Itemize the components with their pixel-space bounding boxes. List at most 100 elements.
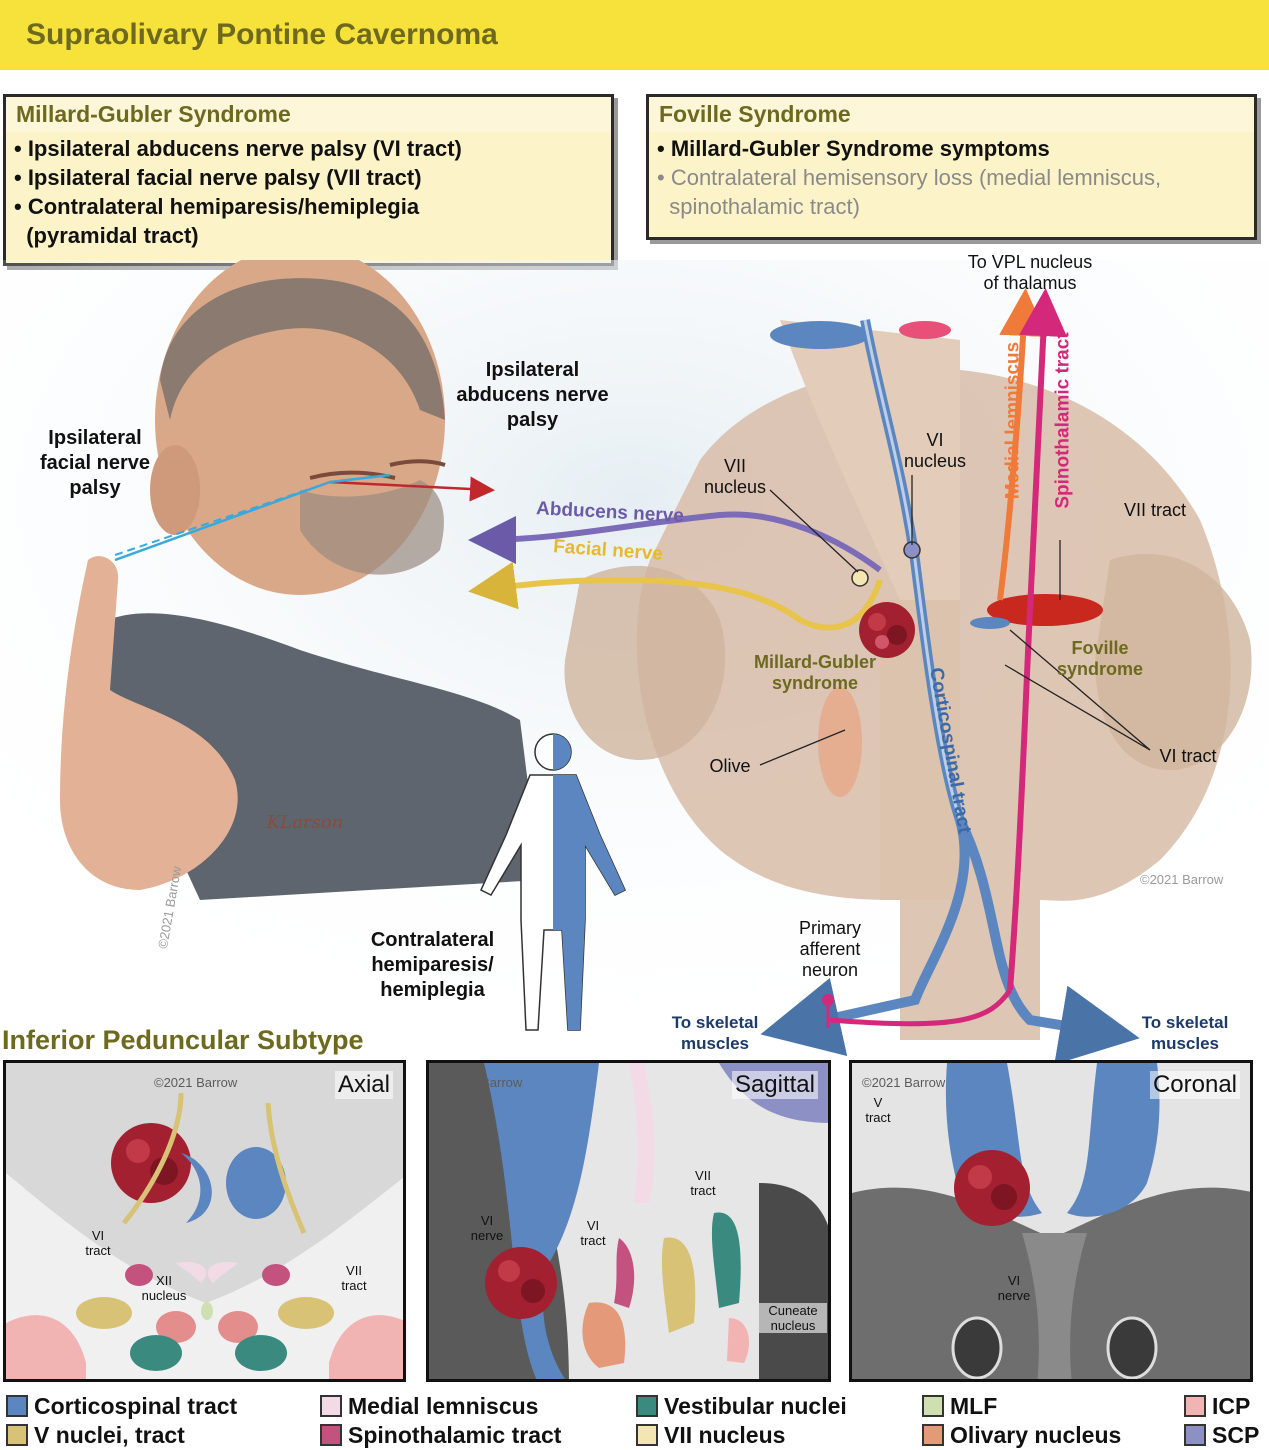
label-line: VI: [926, 430, 944, 450]
to-skeletal-left-label: To skeletal muscles: [655, 1012, 775, 1054]
copyright-watermark: ©2021 Barrow: [154, 1075, 238, 1090]
olive-label: Olive: [709, 756, 751, 776]
list-item: • Millard-Gubler Syndrome symptoms: [657, 136, 1050, 161]
label-line: nerve: [470, 1228, 504, 1243]
vi-tract-label: VI tract: [78, 1228, 118, 1258]
vii-tract-label: VII tract: [1123, 500, 1186, 520]
legend-item: Olivary nucleus: [922, 1421, 1121, 1449]
list-item: • Ipsilateral abducens nerve palsy (VI t…: [14, 136, 462, 161]
sagittal-panel: ©2021 Barrow Sagittal VI nerve VI tract …: [426, 1060, 831, 1382]
page-title: Supraolivary Pontine Cavernoma: [26, 18, 498, 51]
label-line: nucleus: [141, 1288, 187, 1303]
label-line: VI: [1007, 1273, 1021, 1288]
title-bar: Supraolivary Pontine Cavernoma: [0, 0, 1269, 70]
abducens-palsy-label: Ipsilateral abducens nerve palsy: [440, 358, 625, 433]
list-item: • Contralateral hemisensory loss (medial…: [657, 165, 1162, 190]
label-line: tract: [865, 1110, 891, 1125]
legend-swatch: [1184, 1424, 1206, 1446]
millard-gubler-box: Millard-Gubler Syndrome • Ipsilateral ab…: [3, 94, 614, 266]
millard-gubler-syndrome-label: Millard-Gubler syndrome: [735, 652, 895, 694]
legend-label: Spinothalamic tract: [348, 1421, 562, 1448]
vi-nerve-label: VI nerve: [992, 1273, 1036, 1303]
vii-nucleus-label: VII nucleus: [700, 456, 770, 498]
legend-label: Vestibular nuclei: [664, 1392, 847, 1419]
legend-item: SCP: [1184, 1421, 1259, 1449]
foville-syndrome-label: Foville syndrome: [1040, 638, 1160, 680]
vi-tract-label: VI tract: [573, 1218, 613, 1248]
coronal-panel: ©2021 Barrow Coronal V tract VI nerve: [849, 1060, 1253, 1382]
legend-label: Olivary nucleus: [950, 1421, 1122, 1448]
label-line: VI: [480, 1213, 494, 1228]
label-line: Millard-Gubler: [753, 652, 876, 672]
legend-swatch: [922, 1395, 944, 1417]
legend-label: MLF: [950, 1392, 998, 1419]
legend-label: Corticospinal tract: [34, 1392, 238, 1419]
sagittal-title: Sagittal: [731, 1071, 818, 1099]
label-line: Ipsilateral: [48, 427, 142, 449]
label-line: VII: [346, 1263, 362, 1278]
list-item: spinothalamic tract): [657, 194, 860, 219]
artist-signature: KLarson: [266, 812, 344, 833]
coronal-svg: [852, 1063, 1250, 1379]
legend-item: Medial lemniscus: [320, 1392, 538, 1420]
label-line: Contralateral: [370, 929, 495, 951]
legend-label: VII nucleus: [664, 1421, 786, 1448]
label-line: To VPL nucleus: [967, 252, 1093, 272]
label-line: Cuneate: [768, 1303, 818, 1318]
gaze-lines: [114, 473, 495, 562]
label-line: Foville: [1071, 638, 1129, 658]
vii-tract-label: VII tract: [334, 1263, 374, 1293]
legend-item: ICP: [1184, 1392, 1250, 1420]
subtype-title: Inferior Peduncular Subtype: [2, 1025, 364, 1055]
legend-swatch: [1184, 1395, 1206, 1417]
legend-label: V nuclei, tract: [34, 1421, 185, 1448]
vi-tract-label: VI tract: [1159, 746, 1217, 766]
legend-item: MLF: [922, 1392, 997, 1420]
label-line: To skeletal: [1141, 1013, 1229, 1032]
label-line: tract: [341, 1278, 367, 1293]
coronal-title: Coronal: [1149, 1071, 1240, 1099]
copyright-watermark: ©2021 Barrow: [1140, 872, 1224, 887]
millard-gubler-heading: Millard-Gubler Syndrome: [6, 97, 611, 132]
legend-item: Spinothalamic tract: [320, 1421, 561, 1449]
legend-item: V nuclei, tract: [6, 1421, 185, 1449]
medial-lemniscus-label: Medial lemniscus: [1002, 341, 1024, 500]
legend-swatch: [636, 1395, 658, 1417]
label-line: To skeletal: [671, 1013, 759, 1032]
vpl-label: To VPL nucleus of thalamus: [945, 252, 1115, 294]
label-line: afferent: [799, 939, 861, 959]
cuneate-nucleus-label: Cuneate nucleus: [759, 1303, 827, 1333]
patient-figure: [60, 245, 540, 900]
spinothalamic-label: Spinothalamic tract: [1052, 332, 1074, 509]
label-line: XII: [156, 1273, 172, 1288]
axial-svg: [6, 1063, 403, 1379]
label-line: syndrome: [771, 673, 859, 693]
legend-swatch: [636, 1424, 658, 1446]
label-line: tract: [690, 1183, 716, 1198]
legend-item: VII nucleus: [636, 1421, 785, 1449]
copyright-watermark: ©2021 Barrow: [862, 1075, 946, 1090]
millard-gubler-list: • Ipsilateral abducens nerve palsy (VI t…: [6, 132, 611, 256]
main-illustration: Ipsilateral facial nerve palsy Ipsilater…: [0, 245, 1269, 1065]
legend-label: Medial lemniscus: [348, 1392, 539, 1419]
label-line: facial nerve: [39, 452, 151, 474]
label-line: palsy: [506, 409, 559, 431]
label-line: nucleus: [703, 477, 767, 497]
legend: Corticospinal tract V nuclei, tract Medi…: [0, 1390, 1269, 1450]
label-line: nucleus: [903, 451, 967, 471]
label-line: abducens nerve: [456, 384, 609, 406]
label-line: VI: [586, 1218, 600, 1233]
primary-afferent-label: Primary afferent neuron: [785, 918, 875, 981]
label-line: muscles: [1150, 1034, 1220, 1053]
axial-title: Axial: [334, 1071, 393, 1099]
label-line: tract: [85, 1243, 111, 1258]
label-line: nerve: [997, 1288, 1031, 1303]
label-line: muscles: [680, 1034, 750, 1053]
label-line: Primary: [799, 918, 861, 938]
foville-list: • Millard-Gubler Syndrome symptoms • Con…: [649, 132, 1254, 227]
label-line: neuron: [801, 960, 859, 980]
list-item: • Contralateral hemiparesis/hemiplegia: [14, 194, 420, 219]
legend-label: ICP: [1212, 1392, 1251, 1419]
legend-label: SCP: [1212, 1421, 1260, 1448]
label-line: palsy: [69, 477, 121, 499]
